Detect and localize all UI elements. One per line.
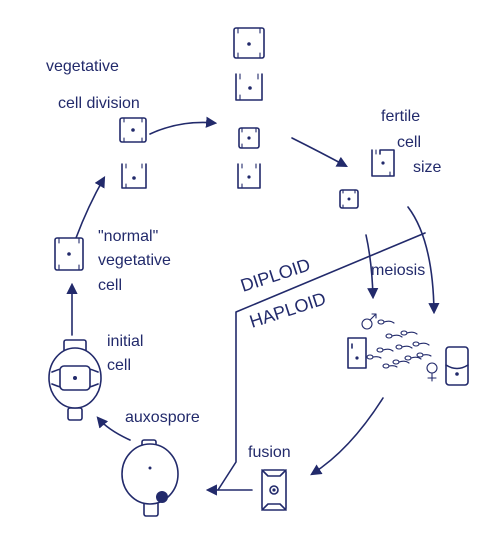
label-meiosis: meiosis <box>371 262 425 279</box>
arrow-meiosis-left <box>365 234 379 300</box>
cell-auxospore <box>121 439 179 517</box>
label-fusion: fusion <box>248 444 291 461</box>
gamete-cell-right <box>445 346 469 386</box>
label-fertile-cell: cell <box>397 134 421 151</box>
cell-shrinking-3 <box>238 127 260 149</box>
label-size: size <box>413 159 442 176</box>
cell-shrinking-1 <box>233 27 265 59</box>
label-initial: initial <box>107 333 143 350</box>
cell-fertile-right <box>371 149 395 177</box>
cell-normal-vegetative <box>54 237 84 271</box>
cell-shrinking-2 <box>235 73 263 101</box>
label-normal-cell: cell <box>98 277 122 294</box>
arrow-meiosis-right <box>407 206 440 315</box>
arrow-auxospore-to-initial <box>96 416 131 441</box>
label-diploid: DIPLOID <box>238 255 313 296</box>
cell-initial <box>48 339 102 421</box>
cell-fusion <box>261 469 287 511</box>
arrow-normal-to-division <box>75 176 106 239</box>
arrow-division-to-shrinking <box>149 116 218 135</box>
cell-shrinking-4 <box>237 163 261 189</box>
cell-division-upper <box>119 117 147 143</box>
label-normal-vegetative: vegetative <box>98 252 171 269</box>
label-auxospore: auxospore <box>125 409 200 426</box>
female-symbol-icon <box>426 362 438 382</box>
cell-fertile-small <box>339 189 359 209</box>
label-normal: "normal" <box>98 228 158 245</box>
cell-division-lower <box>121 163 147 189</box>
label-haploid: HAPLOID <box>247 288 328 331</box>
gamete-cell-left <box>347 337 367 369</box>
label-cell-division: cell division <box>58 95 140 112</box>
male-symbol-icon <box>361 313 377 330</box>
arrow-to-fertile-size <box>291 137 348 168</box>
arrow-gametes-to-fusion <box>310 397 384 476</box>
ploidy-boundary-line <box>217 232 426 491</box>
label-initial-cell: cell <box>107 357 131 374</box>
label-vegetative: vegetative <box>46 58 119 75</box>
label-fertile: fertile <box>381 108 420 125</box>
sperm-cluster <box>366 319 432 369</box>
